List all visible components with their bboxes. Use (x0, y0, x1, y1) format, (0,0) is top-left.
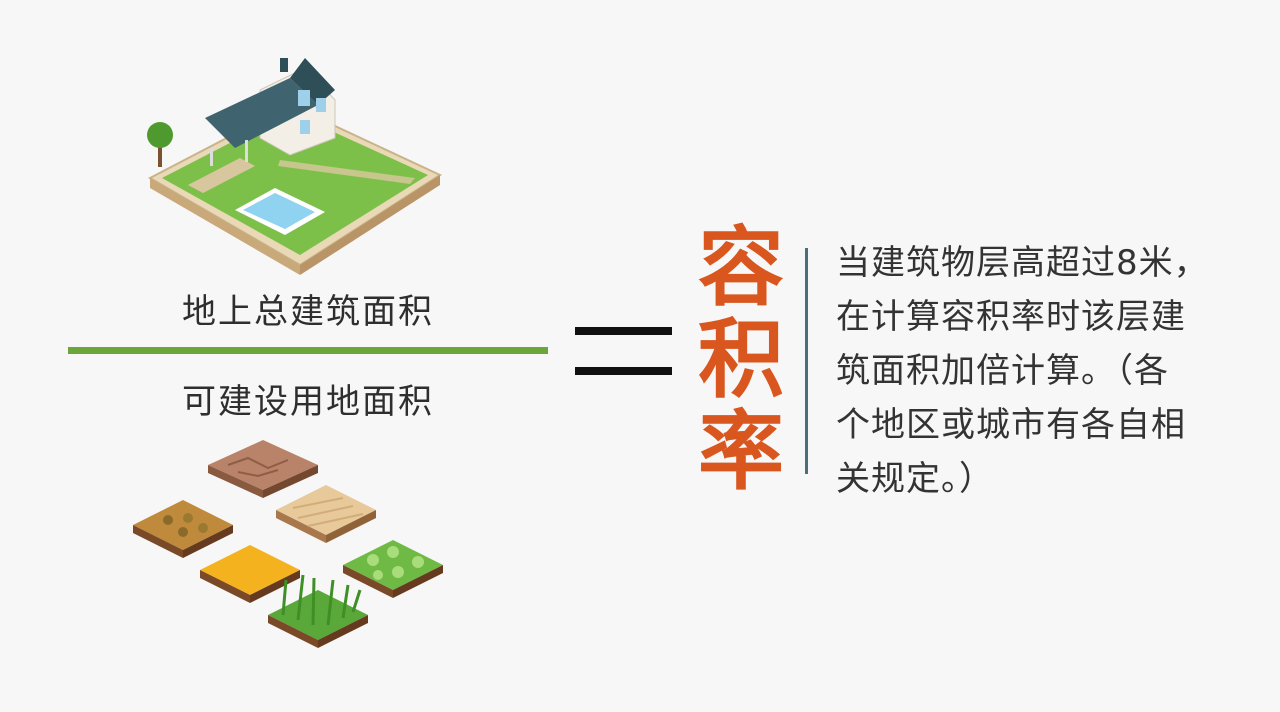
vertical-divider (805, 248, 808, 474)
fraction-bar (68, 347, 548, 354)
term-char: 率 (698, 402, 784, 502)
note-line: 个地区或城市有各自相 (836, 405, 1186, 445)
equals-sign (575, 327, 672, 377)
land-tiles-illustration (133, 440, 443, 648)
note-text: 当建筑物层高超过8米， 在计算容积率时该层建 筑面积加倍计算。（各 个地区或城市… (836, 236, 1256, 506)
denominator-label: 可建设用地面积 (182, 382, 434, 422)
term-title: 容 积 率 (693, 222, 789, 498)
term-char: 容 (698, 218, 784, 318)
numerator-label: 地上总建筑面积 (182, 292, 434, 332)
term-char: 积 (698, 310, 784, 410)
note-line: 当建筑物层高超过8米， (836, 243, 1209, 283)
note-line: 关规定。） (836, 459, 994, 499)
note-line: 在计算容积率时该层建 (836, 297, 1186, 337)
house-illustration (147, 58, 443, 275)
note-line: 筑面积加倍计算。（各 (836, 351, 1169, 391)
